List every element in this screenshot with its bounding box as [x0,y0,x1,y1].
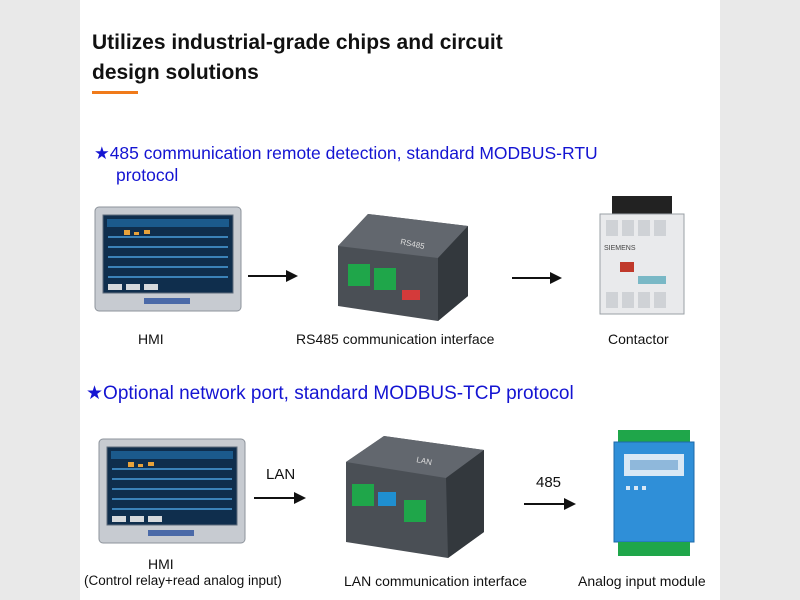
rs485-arrow-label: 485 [536,474,562,491]
title-line-2: design solutions [92,61,259,84]
caption-hmi-sub: (Control relay+read analog input) [84,573,282,588]
caption-rs485: RS485 communication interface [296,331,495,347]
svg-text:SIEMENS: SIEMENS [604,245,636,252]
section-2-heading: ★Optional network port, standard MODBUS-… [86,383,706,405]
title-underline [92,91,138,94]
star-icon: ★ [94,143,110,163]
caption-contactor: Contactor [608,331,669,347]
caption-lan-interface: LAN communication interface [344,573,527,589]
title-line-1: Utilizes industrial-grade chips and circ… [92,31,503,54]
caption-hmi-1: HMI [138,331,164,347]
arrow-right-icon [524,498,576,510]
section-1-line-1: 485 communication remote detection, stan… [109,143,598,163]
section-2-text: Optional network port, standard MODBUS-T… [103,383,574,404]
hmi-panel-icon [94,206,242,312]
contactor-icon: SIEMENS [599,196,685,315]
lan-arrow-label: LAN [266,466,296,483]
page-title: Utilizes industrial-grade chips and circ… [92,28,612,88]
rs485-module-icon: RS485 [338,214,468,321]
star-icon: ★ [86,383,104,404]
page: Utilizes industrial-grade chips and circ… [80,0,720,600]
arrow-right-icon [512,272,562,284]
caption-analog: Analog input module [578,573,706,589]
arrow-right-icon [254,492,306,504]
lan-module-icon: LAN [346,436,484,558]
analog-module-icon [613,430,695,556]
arrow-right-icon [248,270,298,282]
hmi-panel-icon [98,438,246,544]
section-1-line-2: protocol [116,165,179,185]
caption-hmi-2: HMI [148,556,174,572]
section-1-heading: ★485 communication remote detection, sta… [94,142,694,186]
svg-text:LAN: LAN [416,455,433,467]
